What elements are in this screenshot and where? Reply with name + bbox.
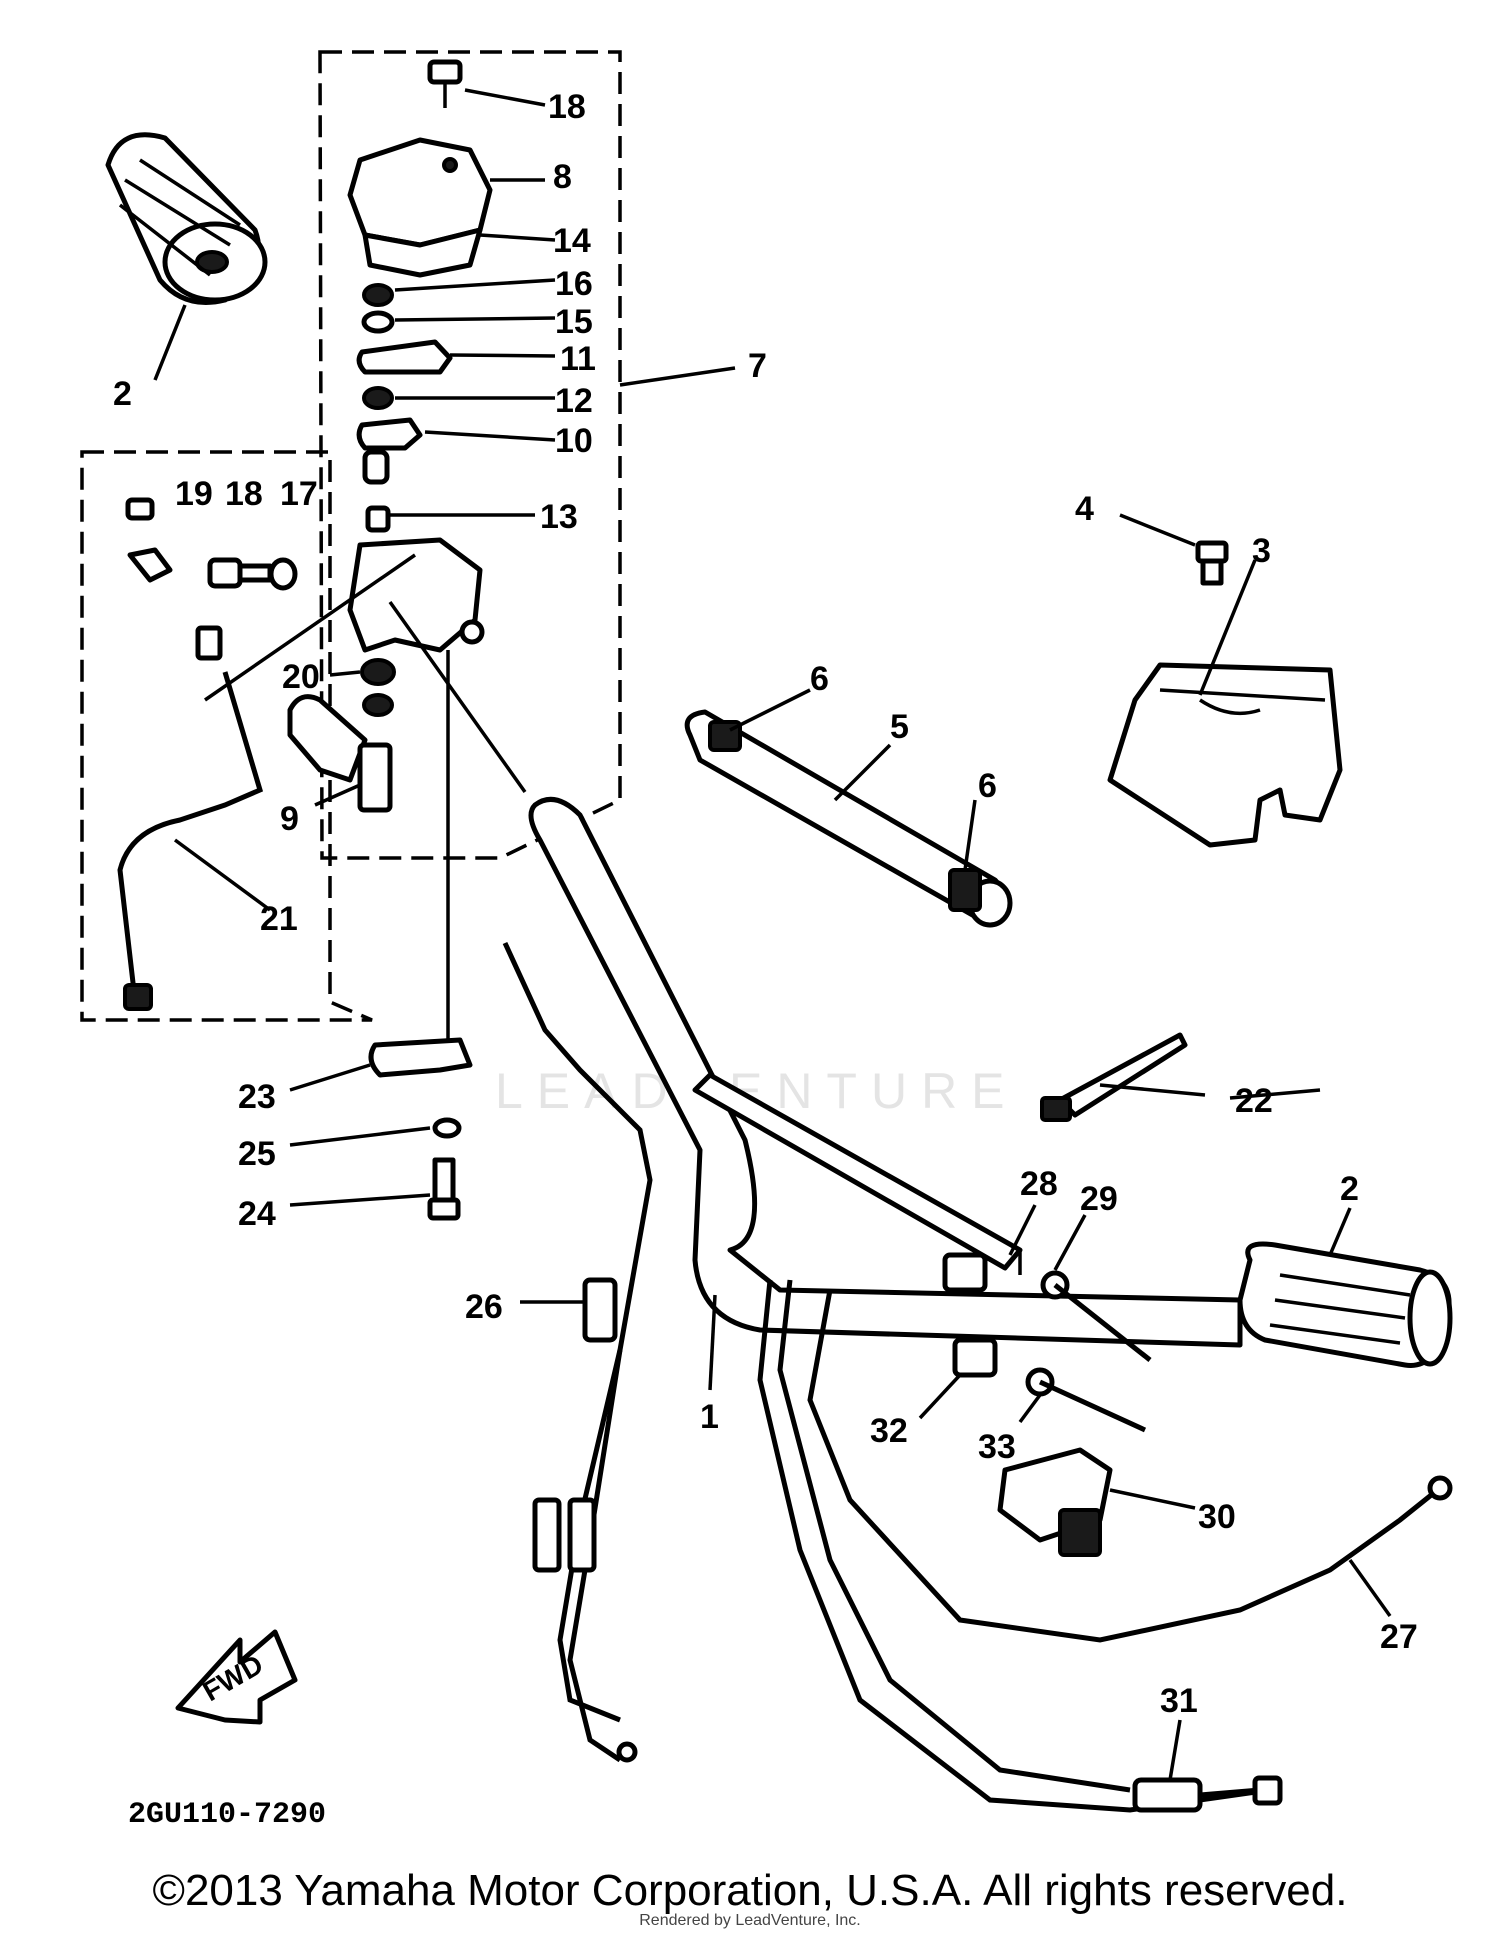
label-29: 29 (1080, 1180, 1118, 1218)
label-26: 26 (465, 1288, 503, 1326)
cable-end-33 (1038, 1379, 1147, 1433)
bolt-4 (1195, 540, 1229, 586)
bolt-18-left (207, 557, 273, 589)
label-18-top: 18 (548, 88, 586, 126)
label-27: 27 (1380, 1618, 1418, 1656)
perch-28 (942, 1252, 988, 1293)
diagram-code: 2GU110-7290 (128, 1798, 326, 1832)
washer-25 (432, 1117, 462, 1139)
leader-lines (153, 88, 1392, 1781)
fwd-arrow: FWD (175, 1629, 298, 1725)
label-12: 12 (555, 382, 593, 420)
brake-hose (757, 1279, 1271, 1813)
label-2-left: 2 (113, 375, 132, 413)
switch-terminal (127, 547, 173, 583)
handlebar-pad-5 (684, 709, 1013, 928)
perch-32 (952, 1337, 998, 1378)
screw-19 (125, 497, 155, 521)
render-credit: Rendered by LeadVenture, Inc. (639, 1912, 861, 1929)
screw-18-top (427, 59, 463, 108)
connector-plate (195, 625, 223, 661)
cable-26-end (616, 1741, 638, 1763)
label-17: 17 (280, 475, 318, 513)
throttle-cable-26 (502, 941, 653, 1723)
switch-assembly-dashed-box (80, 450, 373, 1022)
right-grip (1237, 1241, 1453, 1368)
switch-31 (1132, 1775, 1283, 1813)
label-32: 32 (870, 1412, 908, 1450)
wire-21-connector (123, 983, 153, 1011)
nut-17 (268, 557, 298, 591)
label-19: 19 (175, 475, 213, 513)
label-18-left: 18 (225, 475, 263, 513)
bolt-24 (427, 1157, 461, 1221)
label-1: 1 (700, 1398, 719, 1436)
cable-26-adjuster-2 (532, 1497, 562, 1573)
label-24: 24 (238, 1195, 276, 1233)
clutch-cable-27-end (1427, 1475, 1453, 1501)
label-33: 33 (978, 1428, 1016, 1466)
label-22: 22 (1235, 1082, 1273, 1120)
label-6-right: 6 (978, 767, 997, 805)
cable-tie-22 (1057, 1032, 1188, 1118)
bushing (362, 449, 390, 485)
wire-21 (117, 671, 264, 1001)
label-21: 21 (260, 900, 298, 938)
washer-16 (362, 283, 394, 307)
collar-13 (365, 505, 391, 533)
label-25: 25 (238, 1135, 276, 1173)
label-23: 23 (238, 1078, 276, 1116)
label-30: 30 (1198, 1498, 1236, 1536)
label-10: 10 (555, 422, 593, 460)
throttle-cover (347, 137, 493, 278)
copyright-notice: ©2013 Yamaha Motor Corporation, U.S.A. A… (152, 1866, 1348, 1915)
washer-20 (360, 658, 396, 686)
label-15: 15 (555, 303, 593, 341)
clutch-cable-27 (807, 1289, 1442, 1643)
label-11: 11 (560, 340, 596, 378)
label-9: 9 (280, 800, 299, 838)
cable-26-adjuster-3 (567, 1497, 597, 1573)
throttle-cable-26b (567, 1349, 623, 1763)
throttle-housing (347, 537, 483, 653)
washer-12 (362, 386, 394, 410)
switch-30 (997, 1447, 1113, 1557)
label-31: 31 (1160, 1682, 1198, 1720)
brake-hose-inner (777, 1279, 1131, 1793)
label-16: 16 (555, 265, 593, 303)
lever-11 (356, 339, 453, 375)
washer-15 (361, 310, 395, 334)
housing-screw (459, 619, 485, 645)
label-7: 7 (748, 347, 767, 385)
label-4: 4 (1075, 490, 1094, 528)
label-3: 3 (1252, 532, 1271, 570)
lever-9 (287, 694, 393, 813)
label-20: 20 (282, 658, 320, 696)
handlebar-cover-3 (1107, 662, 1343, 848)
clamp-23 (368, 1037, 473, 1078)
left-grip (105, 132, 268, 305)
label-13: 13 (540, 498, 578, 536)
lever-10 (356, 417, 423, 451)
cable-end-29 (1053, 1283, 1152, 1362)
label-8: 8 (553, 158, 572, 196)
label-2-right: 2 (1340, 1170, 1359, 1208)
label-5: 5 (890, 708, 909, 746)
cable-26-adjuster-1 (582, 1277, 618, 1343)
washer-lower (362, 693, 394, 717)
label-6-left: 6 (810, 660, 829, 698)
label-28: 28 (1020, 1165, 1058, 1203)
cable-tie-22-lock (1040, 1096, 1072, 1122)
label-14: 14 (553, 222, 591, 260)
